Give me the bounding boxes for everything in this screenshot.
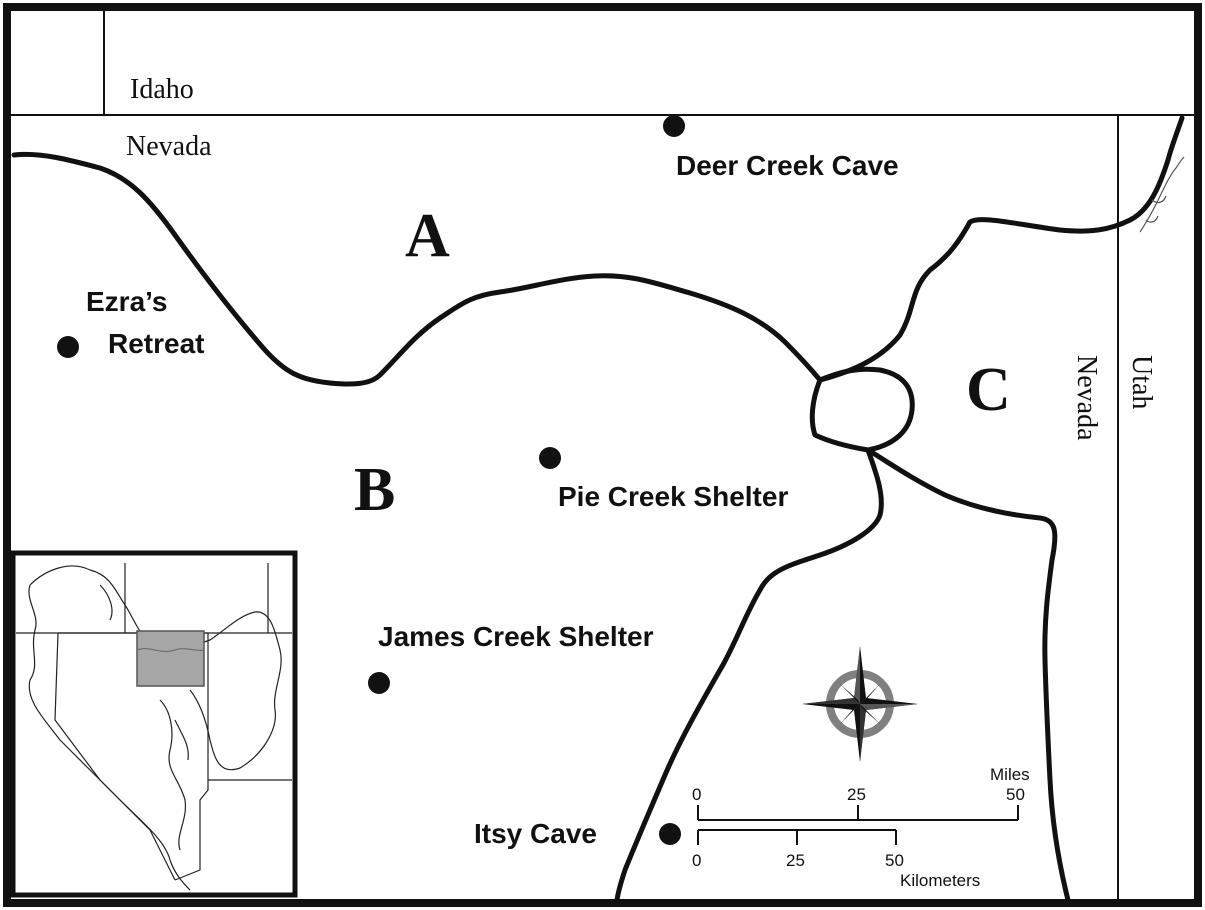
boundary-c-east-valley (865, 447, 1071, 903)
site-label-deer-creek: Deer Creek Cave (676, 150, 899, 181)
region-a-label: A (405, 202, 450, 270)
inset-map (10, 550, 298, 898)
scale-km-tick-50: 50 (885, 851, 904, 870)
boundary-ring-east (817, 366, 915, 453)
scale-bar (697, 805, 1019, 845)
site-label-ezras-line1: Ezra’s (86, 286, 167, 317)
site-label-itsy: Itsy Cave (474, 818, 597, 849)
boundary-b-west-valley (614, 447, 884, 903)
utah-label: Utah (1126, 355, 1157, 409)
site-marker-icon (659, 823, 681, 845)
inset-study-area-box (136, 630, 205, 687)
boundary-a-b (11, 151, 823, 387)
site-label-ezras-line2: Retreat (108, 328, 204, 359)
boundary-ring-south (809, 377, 871, 453)
region-b-label: B (354, 456, 395, 524)
scale-miles-tick-0: 0 (692, 785, 701, 804)
scale-km-unit: Kilometers (900, 871, 980, 890)
scale-miles-tick-25: 25 (847, 785, 866, 804)
region-c-label: C (966, 356, 1011, 424)
site-marker-icon (57, 336, 79, 358)
site-marker-icon (368, 672, 390, 694)
scale-miles-unit: Miles (990, 765, 1030, 784)
compass-rose-icon (802, 646, 918, 762)
boundary-ring-to-north (817, 115, 1185, 383)
idaho-label: Idaho (130, 74, 194, 105)
site-label-pie-creek: Pie Creek Shelter (558, 481, 788, 512)
scale-km-tick-0: 0 (692, 851, 701, 870)
site-label-james-creek: James Creek Shelter (378, 621, 654, 652)
nevada-label-top: Nevada (126, 131, 212, 162)
scale-km-tick-25: 25 (786, 851, 805, 870)
scale-miles-tick-50: 50 (1006, 785, 1025, 804)
site-marker-icon (539, 447, 561, 469)
site-marker-icon (663, 115, 685, 137)
signature-icon (1139, 156, 1185, 233)
nevada-label-right: Nevada (1071, 355, 1102, 441)
